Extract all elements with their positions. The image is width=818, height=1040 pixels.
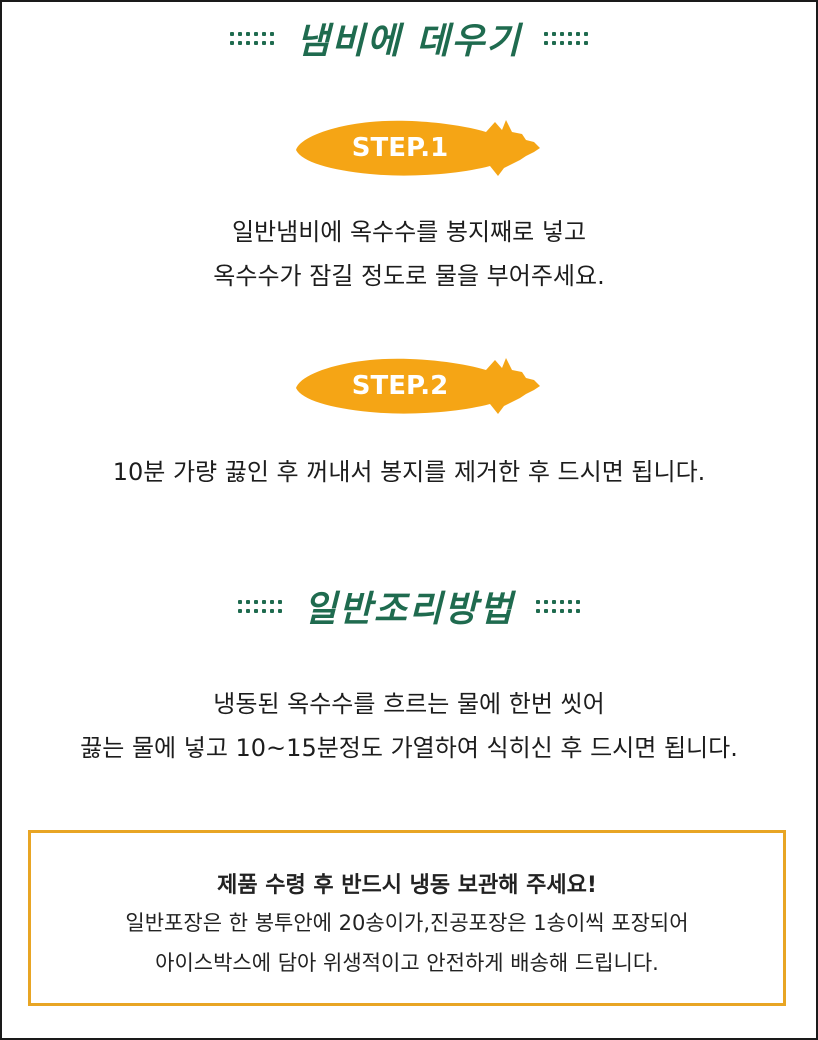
dots-ornament-right	[536, 599, 581, 613]
dots-ornament-right	[543, 31, 588, 45]
reheat-section-title: 냄비에 데우기	[2, 10, 816, 66]
dots-ornament-left	[237, 599, 282, 613]
dots-ornament-left	[230, 31, 275, 45]
step1-line2: 옥수수가 잠길 정도로 물을 부어주세요.	[213, 262, 605, 290]
step2-line1: 10분 가량 끓인 후 꺼내서 봉지를 제거한 후 드시면 됩니다.	[112, 458, 706, 486]
step2-label: STEP.2	[351, 371, 449, 401]
general-section-title: 일반조리방법	[2, 576, 816, 636]
notice-box: 제품 수령 후 반드시 냉동 보관해 주세요! 일반포장은 한 봉투안에 20송…	[28, 830, 786, 1006]
general-title: 일반조리방법	[303, 589, 515, 630]
corn-shape-icon	[296, 120, 540, 176]
step1-label: STEP.1	[351, 133, 449, 163]
notice-line2: 아이스박스에 담아 위생적이고 안전하게 배송해 드립니다.	[155, 951, 659, 975]
notice-title: 제품 수령 후 반드시 냉동 보관해 주세요!	[217, 873, 597, 898]
notice-line1: 일반포장은 한 봉투안에 20송이가,진공포장은 1송이씩 포장되어	[125, 911, 689, 935]
step2-badge: STEP.2	[290, 354, 546, 418]
general-line2: 끓는 물에 넣고 10~15분정도 가열하여 식히신 후 드시면 됩니다.	[80, 734, 738, 762]
step1-line1: 일반냄비에 옥수수를 봉지째로 넣고	[231, 218, 587, 246]
corn-shape-icon	[296, 358, 540, 414]
general-line1: 냉동된 옥수수를 흐르는 물에 한번 씻어	[213, 690, 605, 718]
step1-badge: STEP.1	[290, 116, 546, 180]
reheat-title: 냄비에 데우기	[296, 21, 522, 62]
